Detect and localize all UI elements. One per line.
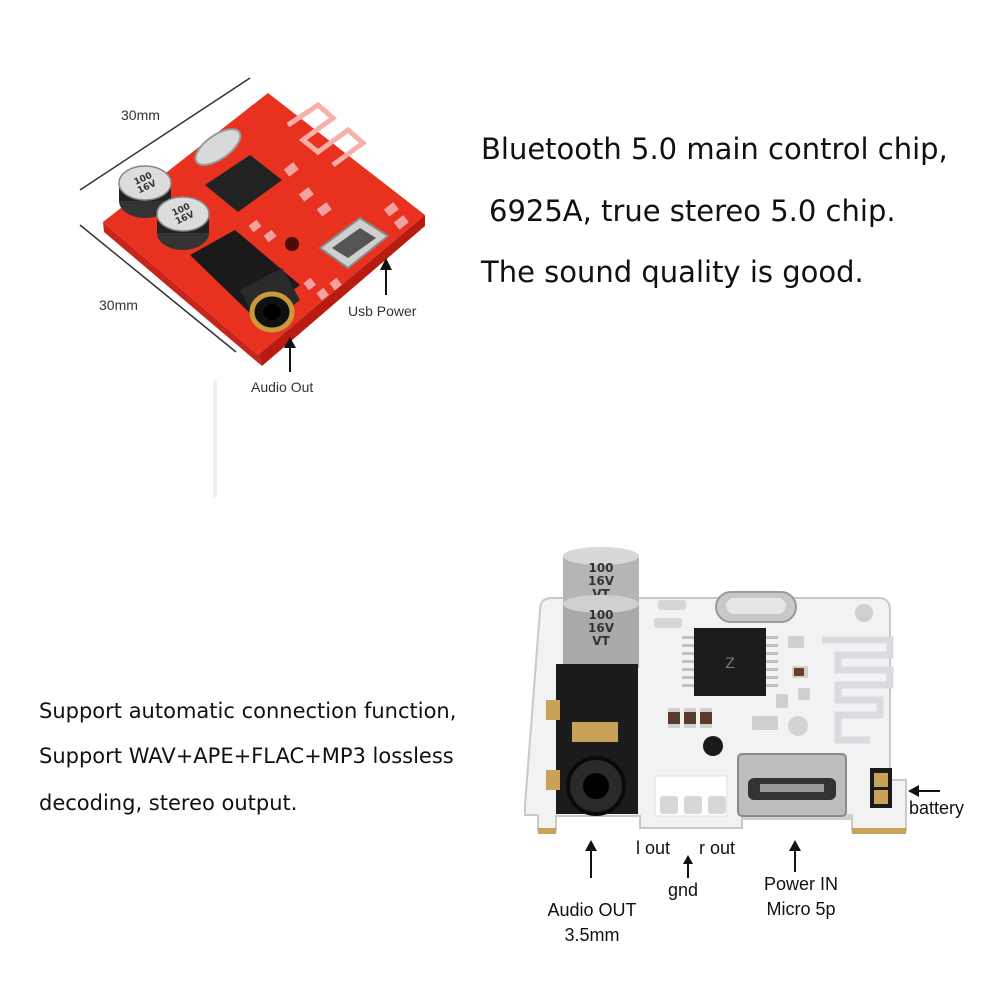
micro-usb-port bbox=[737, 753, 847, 817]
dimension-line-top bbox=[79, 77, 251, 191]
audio-jack bbox=[190, 230, 300, 333]
power-in-label: Power IN Micro 5p bbox=[746, 872, 856, 922]
feature-line-1: Support automatic connection function, bbox=[39, 699, 457, 723]
gnd-label: gnd bbox=[668, 880, 699, 900]
feature-line-2: Support WAV+APE+FLAC+MP3 lossless bbox=[39, 744, 454, 768]
dimension-label-top: 30mm bbox=[121, 107, 160, 123]
main-chip-6925a: Z bbox=[682, 628, 778, 696]
crystal-oscillator bbox=[194, 128, 242, 166]
audio-out-label-line-2: 3.5mm bbox=[564, 925, 620, 945]
power-in-label-line-1: Power IN bbox=[763, 874, 839, 894]
svg-text:Z: Z bbox=[725, 656, 735, 672]
svg-text:16V: 16V bbox=[588, 621, 615, 635]
audio-out-3-5mm-label: Audio OUT 3.5mm bbox=[532, 898, 652, 948]
power-in-label-line-2: Micro 5p bbox=[766, 899, 836, 919]
svg-text:100: 100 bbox=[588, 561, 613, 575]
usb-power-label: Usb Power bbox=[348, 303, 417, 319]
svg-text:VT: VT bbox=[592, 634, 610, 648]
svg-text:100: 100 bbox=[588, 608, 613, 622]
audio-out-label: Audio Out bbox=[251, 379, 314, 395]
audio-out-label-line-1: Audio OUT bbox=[547, 900, 637, 920]
feature-line-3: decoding, stereo output. bbox=[39, 791, 298, 815]
headline-line-2: 6925A, true stereo 5.0 chip. bbox=[489, 194, 896, 228]
headline-line-3: The sound quality is good. bbox=[481, 255, 864, 289]
white-bluetooth-module-photo: Z bbox=[524, 547, 940, 878]
dimension-line-left bbox=[79, 224, 237, 353]
main-chip bbox=[205, 155, 282, 212]
headline-line-1: Bluetooth 5.0 main control chip, bbox=[481, 132, 948, 166]
audio-jack-3-5mm bbox=[546, 664, 638, 816]
r-out-label: r out bbox=[699, 838, 736, 858]
red-bluetooth-module-photo: 100 16V 100 16V bbox=[79, 77, 425, 498]
l-out-label: l out bbox=[636, 838, 671, 858]
dimension-label-left: 30mm bbox=[99, 297, 138, 313]
battery-label: battery bbox=[909, 798, 965, 818]
capacitor-2: 100 16V VT bbox=[563, 595, 639, 668]
crystal-oscillator bbox=[715, 591, 797, 623]
capacitor-2: 100 16V bbox=[156, 196, 210, 250]
svg-text:16V: 16V bbox=[588, 574, 615, 588]
